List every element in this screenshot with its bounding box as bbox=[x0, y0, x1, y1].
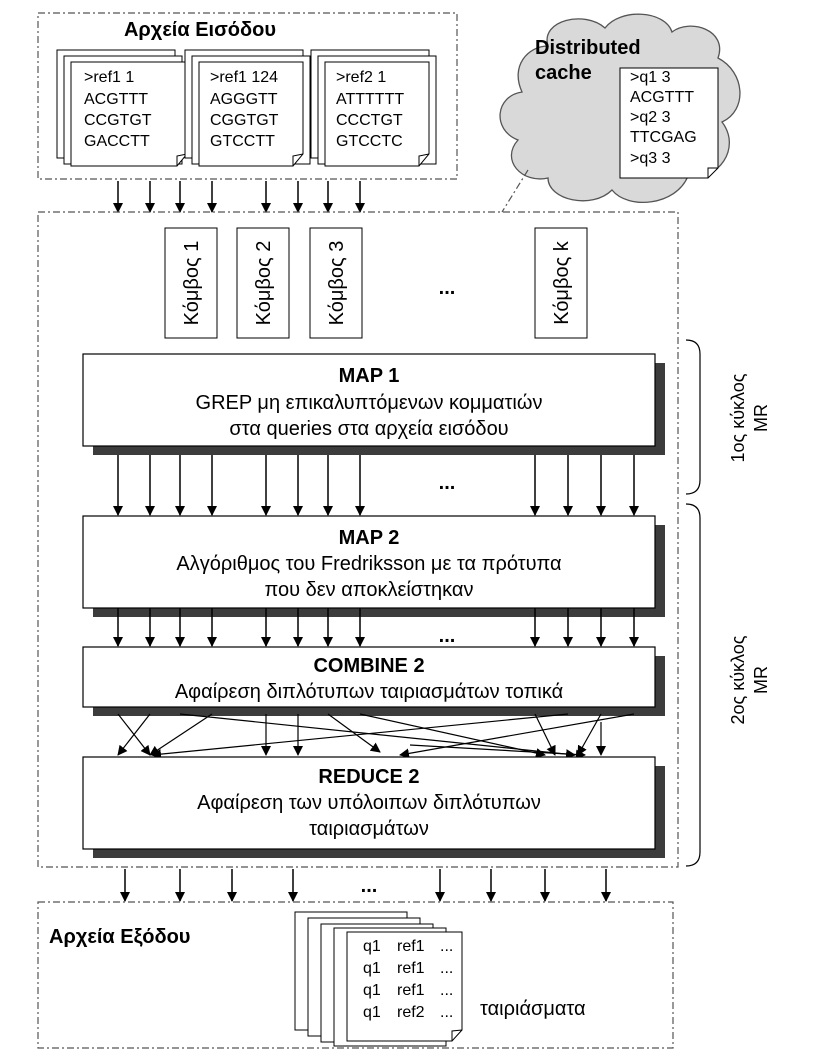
reduce2-stage: REDUCE 2 Αφαίρεση των υπόλοιπων διπλότυπ… bbox=[82, 756, 665, 858]
output-row-4-ref: ref2 bbox=[397, 1004, 425, 1021]
output-row-2-query: q1 bbox=[363, 960, 381, 977]
cache-title-line-1: Distributed bbox=[535, 37, 641, 59]
node-3-label: Κόμβος 3 bbox=[326, 241, 348, 326]
map1-line-1: GREP μη επικαλυπτόμενων κομματιών bbox=[196, 392, 543, 414]
input-file-1-line-1: >ref1 1 bbox=[84, 69, 134, 86]
cycle-2-brace: 2ος κύκλος MR bbox=[685, 503, 771, 867]
reduce2-title: REDUCE 2 bbox=[318, 766, 419, 788]
input-file-3-line-4: GTCCTC bbox=[336, 133, 403, 150]
cluster-box bbox=[37, 211, 679, 868]
combine2-stage: COMBINE 2 Αφαίρεση διπλότυπων ταιριασμάτ… bbox=[82, 646, 665, 716]
input-file-2-line-1: >ref1 124 bbox=[210, 69, 278, 86]
output-row-4-rest: ... bbox=[440, 1004, 453, 1021]
cache-line-4: TTCGAG bbox=[630, 129, 697, 146]
cache-line-3: >q2 3 bbox=[630, 109, 671, 126]
reduce2-line-1: Αφαίρεση των υπόλοιπων διπλότυπων bbox=[197, 792, 541, 814]
map2-stage: MAP 2 Αλγόριθμος του Fredriksson με τα π… bbox=[82, 515, 665, 617]
distributed-cache-cloud: Distributed cache >q1 3 ACGTTT >q2 3 TTC… bbox=[499, 13, 741, 213]
input-file-stack-3: >ref2 1 ATTTTTT CCCTGT GTCCTC bbox=[310, 49, 437, 167]
cycle-1-brace: 1ος κύκλος MR bbox=[685, 339, 771, 495]
node-3-box bbox=[309, 227, 363, 339]
node-2-label: Κόμβος 2 bbox=[253, 241, 275, 326]
map1-title: MAP 1 bbox=[339, 365, 400, 387]
cache-connector bbox=[501, 169, 529, 213]
output-row-4-query: q1 bbox=[363, 1004, 381, 1021]
map2-to-combine2-arrows bbox=[113, 608, 639, 647]
nodes-ellipsis: ... bbox=[439, 277, 456, 299]
output-row-3-rest: ... bbox=[440, 982, 453, 999]
cycle-1-label-line-1: 1ος κύκλος bbox=[728, 373, 748, 462]
output-arrows bbox=[120, 869, 611, 902]
node-k-box bbox=[534, 227, 588, 339]
cache-title-line-2: cache bbox=[535, 62, 592, 84]
input-file-3-line-2: ATTTTTT bbox=[336, 91, 404, 108]
combine2-to-reduce2-arrows bbox=[117, 713, 635, 760]
output-row-1-ref: ref1 bbox=[397, 938, 425, 955]
output-row-2-ref: ref1 bbox=[397, 960, 425, 977]
map2-ellipsis: ... bbox=[439, 625, 456, 647]
combine2-title: COMBINE 2 bbox=[313, 655, 424, 677]
node-1-label: Κόμβος 1 bbox=[181, 241, 203, 326]
input-file-1-line-4: GACCTT bbox=[84, 133, 150, 150]
cycle-2-label-line-1: 2ος κύκλος bbox=[728, 635, 748, 724]
input-file-1-line-3: CCGTGT bbox=[84, 112, 152, 129]
cycle-1-label-line-2: MR bbox=[751, 404, 771, 432]
input-file-1-line-2: ACGTTT bbox=[84, 91, 148, 108]
output-row-2-rest: ... bbox=[440, 960, 453, 977]
output-label: ταιριάσματα bbox=[480, 998, 586, 1020]
map1-to-map2-arrows bbox=[113, 455, 639, 516]
output-row-3-query: q1 bbox=[363, 982, 381, 999]
input-file-2-line-2: AGGGTT bbox=[210, 91, 278, 108]
input-file-stack-2: >ref1 124 AGGGTT CGGTGT GTCCTT bbox=[184, 49, 311, 167]
map1-stage: MAP 1 GREP μη επικαλυπτόμενων κομματιών … bbox=[82, 353, 665, 455]
map1-ellipsis: ... bbox=[439, 472, 456, 494]
nodes: Κόμβος 1 Κόμβος 2 Κόμβος 3 ... Κόμβος k bbox=[164, 227, 588, 339]
map2-line-1: Αλγόριθμος του Fredriksson με τα πρότυπα bbox=[176, 553, 561, 575]
cache-line-5: >q3 3 bbox=[630, 150, 671, 167]
input-file-stack-1: >ref1 1 ACGTTT CCGTGT GACCTT bbox=[56, 49, 188, 167]
combine2-line-1: Αφαίρεση διπλότυπων ταιριασμάτων τοπικά bbox=[175, 681, 563, 703]
input-files-title: Αρχεία Εισόδου bbox=[124, 19, 276, 41]
cache-line-2: ACGTTT bbox=[630, 89, 694, 106]
map2-title: MAP 2 bbox=[339, 527, 400, 549]
map1-line-2: στα queries στα αρχεία εισόδου bbox=[229, 418, 508, 440]
cycle-2-label-line-2: MR bbox=[751, 666, 771, 694]
input-arrows bbox=[113, 181, 365, 213]
map2-line-2: που δεν αποκλείστηκαν bbox=[265, 579, 474, 601]
output-files-box: Αρχεία Εξόδου q1 ref1 ... q1 ref1 ... q1… bbox=[37, 901, 674, 1049]
node-1-box bbox=[164, 227, 218, 339]
reduce2-line-2: ταιριασμάτων bbox=[309, 818, 429, 840]
output-row-1-query: q1 bbox=[363, 938, 381, 955]
output-ellipsis: ... bbox=[361, 875, 378, 897]
cache-line-1: >q1 3 bbox=[630, 69, 671, 86]
input-file-3-line-3: CCCTGT bbox=[336, 112, 403, 129]
input-file-3-line-1: >ref2 1 bbox=[336, 69, 386, 86]
input-file-2-line-4: GTCCTT bbox=[210, 133, 275, 150]
output-files-title: Αρχεία Εξόδου bbox=[49, 926, 190, 948]
node-k-label: Κόμβος k bbox=[551, 240, 573, 325]
node-2-box bbox=[236, 227, 290, 339]
output-row-1-rest: ... bbox=[440, 938, 453, 955]
input-file-2-line-3: CGGTGT bbox=[210, 112, 279, 129]
input-files-box: Αρχεία Εισόδου >ref1 1 ACGTTT CCGTGT GAC… bbox=[37, 12, 458, 180]
output-row-3-ref: ref1 bbox=[397, 982, 425, 999]
